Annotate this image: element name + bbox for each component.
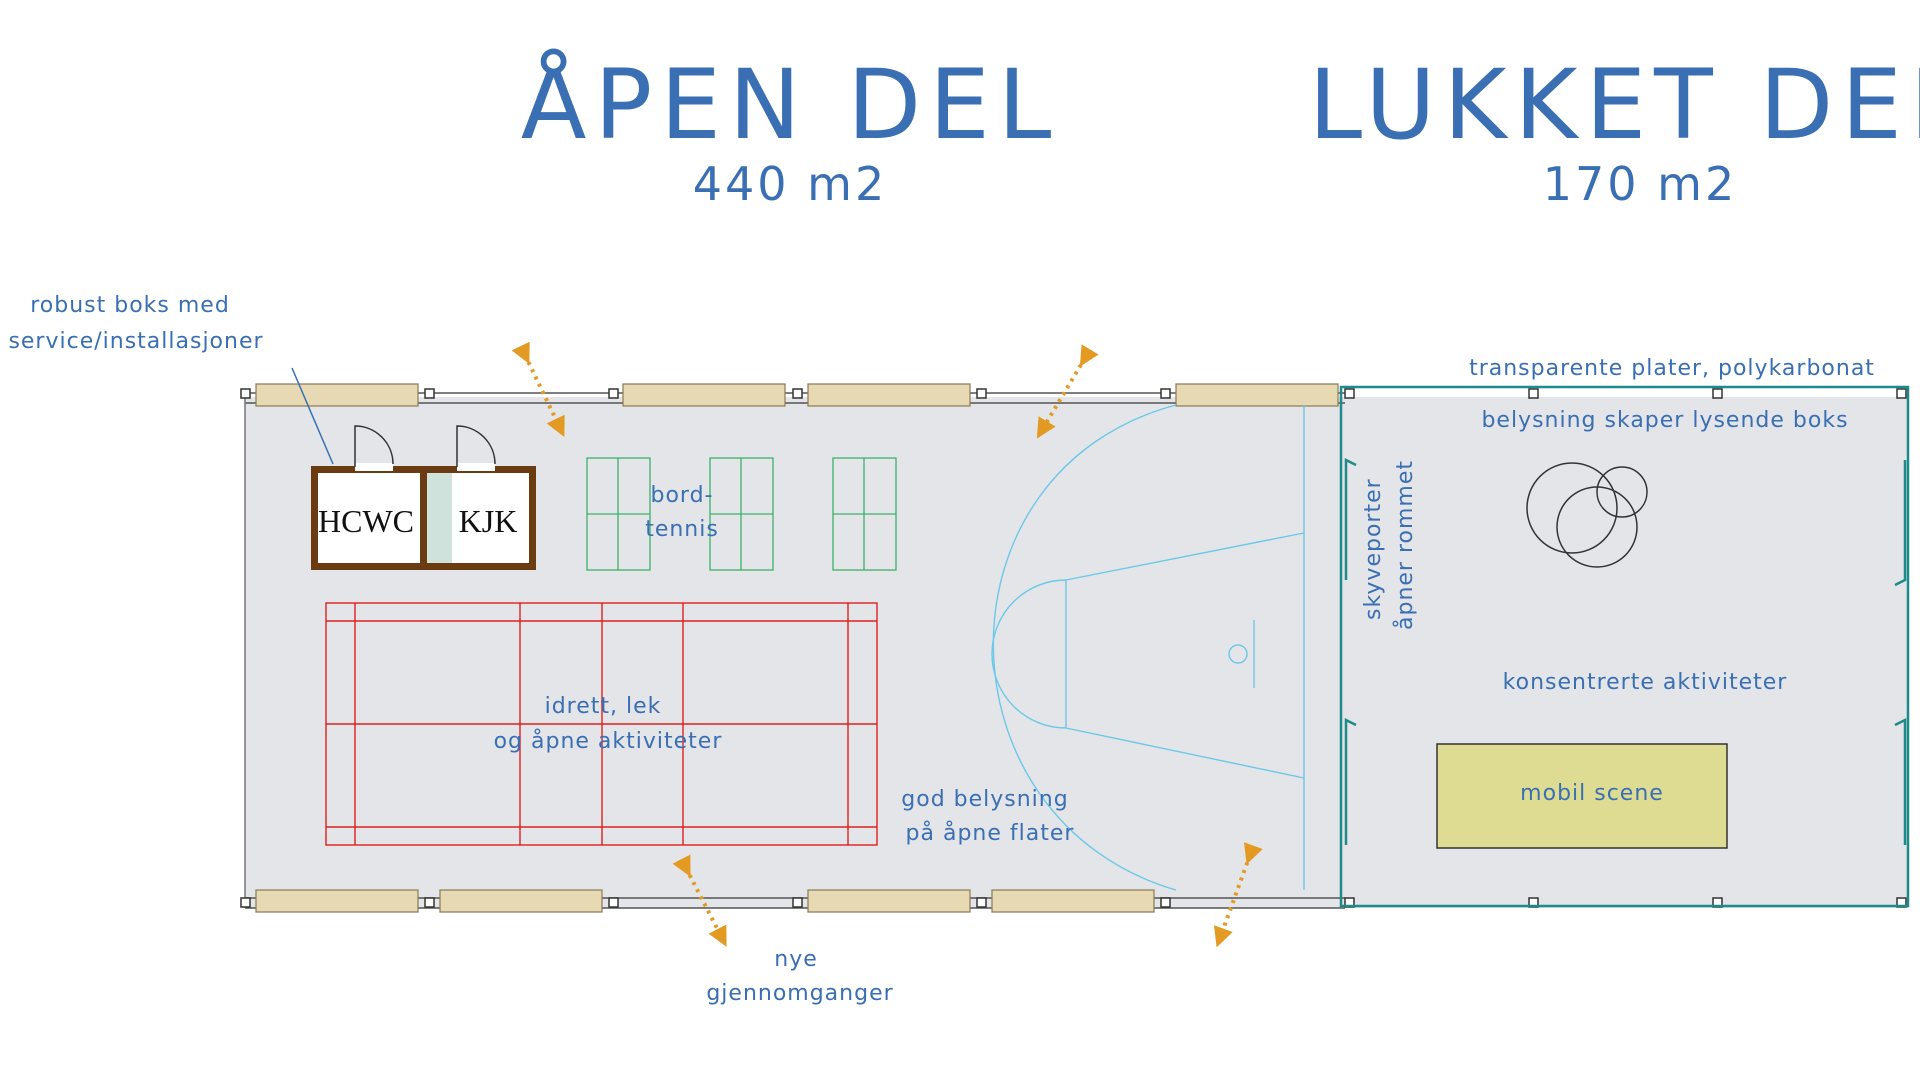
- label-sports-1: idrett, lek: [545, 694, 662, 719]
- badminton-courts: [325, 602, 878, 846]
- basketball-court: [991, 404, 1305, 891]
- label-sliding-doors-1: skyveporter: [1361, 478, 1386, 620]
- label-table-tennis-1: bord-: [651, 483, 714, 508]
- mobile-stage: [1436, 743, 1728, 849]
- label-concentrated-activities: konsentrerte aktiviteter: [1503, 670, 1788, 695]
- bench: [255, 383, 419, 407]
- bench: [439, 889, 603, 913]
- label-lighting-box: belysning skaper lysende boks: [1481, 408, 1848, 433]
- label-good-lighting-1: god belysning: [901, 787, 1068, 812]
- bench: [991, 889, 1155, 913]
- label-new-passages-2: gjennomganger: [706, 981, 893, 1006]
- service-box: HCWC KJK: [311, 425, 536, 570]
- passage-arrow: [511, 341, 565, 438]
- label-robust-box-2: service/installasjoner: [8, 329, 263, 354]
- label-new-passages-1: nye: [774, 947, 818, 972]
- bench: [622, 383, 786, 407]
- table-tennis-tables: [586, 457, 897, 571]
- passage-arrows: [511, 341, 1263, 948]
- label-table-tennis-2: tennis: [645, 517, 719, 542]
- kjk-label: KJK: [459, 503, 518, 539]
- closed-part-area: 170 m2: [1543, 157, 1738, 211]
- door-swing: [456, 425, 496, 467]
- label-robust-box-1: robust boks med: [30, 293, 230, 318]
- label-transparent-plates: transparente plater, polykarbonat: [1469, 356, 1875, 381]
- sliding-doors: [1344, 457, 1907, 845]
- label-sports-2: og åpne aktiviteter: [494, 728, 723, 754]
- bench: [807, 383, 971, 407]
- passage-arrow: [1036, 344, 1099, 439]
- closed-part-outline: [1339, 385, 1910, 908]
- bench: [255, 889, 419, 913]
- open-part-area: 440 m2: [693, 157, 888, 211]
- hcwc-label: HCWC: [318, 503, 414, 539]
- mobile-stage-label: mobil scene: [1520, 781, 1664, 806]
- passage-arrow: [672, 854, 727, 947]
- hcwc-room: [318, 473, 420, 563]
- leader-line: [291, 367, 334, 465]
- door-swing: [354, 425, 394, 467]
- benches-top: [255, 383, 1339, 407]
- bench: [1175, 383, 1339, 407]
- lighting-circles: [1526, 462, 1648, 568]
- open-part-title: ÅPEN DEL: [521, 48, 1060, 161]
- label-good-lighting-2: på åpne flater: [906, 820, 1075, 846]
- passage-arrow: [1213, 842, 1263, 948]
- label-sliding-doors-2: åpner rommet: [1392, 460, 1418, 630]
- closed-part-title: LUKKET DEL: [1309, 49, 1920, 161]
- benches-bottom: [255, 889, 1155, 913]
- bench: [807, 889, 971, 913]
